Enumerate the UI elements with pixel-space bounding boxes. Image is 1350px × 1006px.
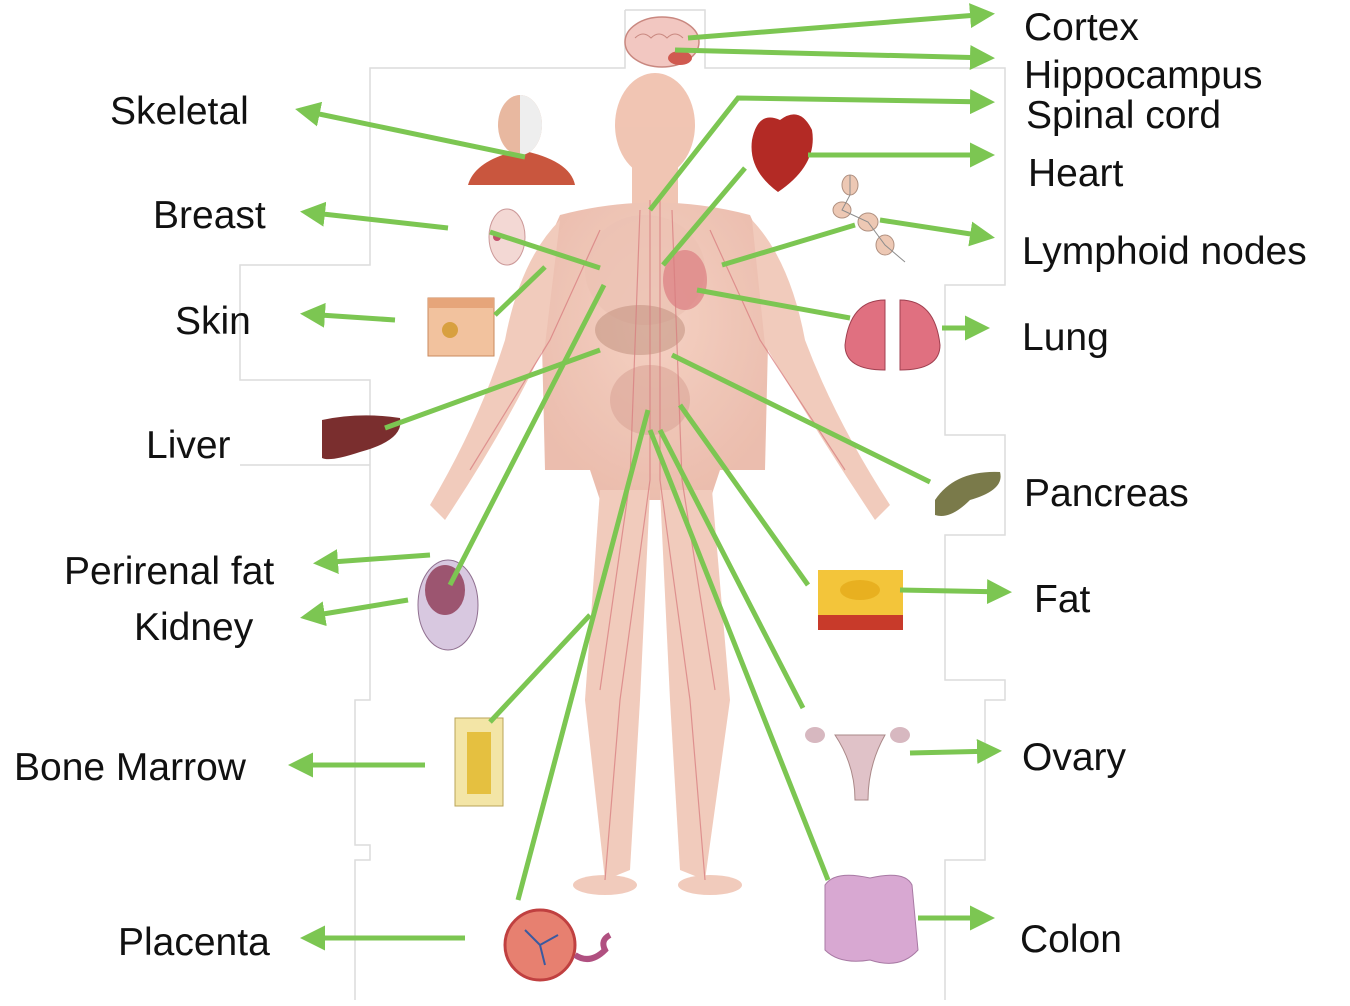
fat-icon <box>818 570 903 630</box>
heart-icon <box>752 114 813 192</box>
arrow-kidney <box>305 600 408 617</box>
arrow-fat <box>900 590 1007 592</box>
arrow-ovary <box>910 751 997 753</box>
arrow-hippocampus <box>675 50 990 58</box>
arrow-breast <box>305 212 448 228</box>
label-skin: Skin <box>175 300 251 343</box>
skin-icon <box>428 298 494 356</box>
label-bone-marrow: Bone Marrow <box>14 746 247 789</box>
label-heart: Heart <box>1028 152 1124 195</box>
liver-icon <box>322 415 401 459</box>
arrow-lymphoid-nodes <box>880 220 990 237</box>
label-lymphoid-nodes: Lymphoid nodes <box>1022 230 1307 273</box>
label-breast: Breast <box>153 194 266 237</box>
line-bone-marrow <box>490 615 590 722</box>
label-skeletal: Skeletal <box>110 90 249 133</box>
label-colon: Colon <box>1020 918 1122 961</box>
label-liver: Liver <box>146 424 231 467</box>
label-pancreas: Pancreas <box>1024 472 1189 515</box>
arrow-cortex <box>688 14 990 38</box>
label-cortex: Cortex <box>1024 6 1139 49</box>
arrow-skeletal <box>300 110 525 157</box>
arrow-skin <box>305 314 395 320</box>
bone-marrow-icon <box>455 718 503 806</box>
kidney-icon <box>418 560 478 650</box>
label-hippocampus: Hippocampus <box>1024 54 1262 97</box>
arrow-perirenal-fat <box>318 555 430 563</box>
label-fat: Fat <box>1034 578 1091 621</box>
label-kidney: Kidney <box>134 606 254 649</box>
label-spinal-cord: Spinal cord <box>1026 94 1221 137</box>
brain-icon <box>625 17 699 67</box>
skeletal-icon <box>468 95 575 185</box>
placenta-icon <box>505 910 610 980</box>
lung-icon <box>845 300 940 370</box>
label-lung: Lung <box>1022 316 1109 359</box>
label-perirenal-fat: Perirenal fat <box>64 550 274 593</box>
lymph-node-icon <box>833 175 905 262</box>
label-ovary: Ovary <box>1022 736 1127 779</box>
label-placenta: Placenta <box>118 921 270 964</box>
colon-icon <box>825 875 918 963</box>
ovary-icon <box>805 727 910 800</box>
pancreas-icon <box>935 472 1001 516</box>
